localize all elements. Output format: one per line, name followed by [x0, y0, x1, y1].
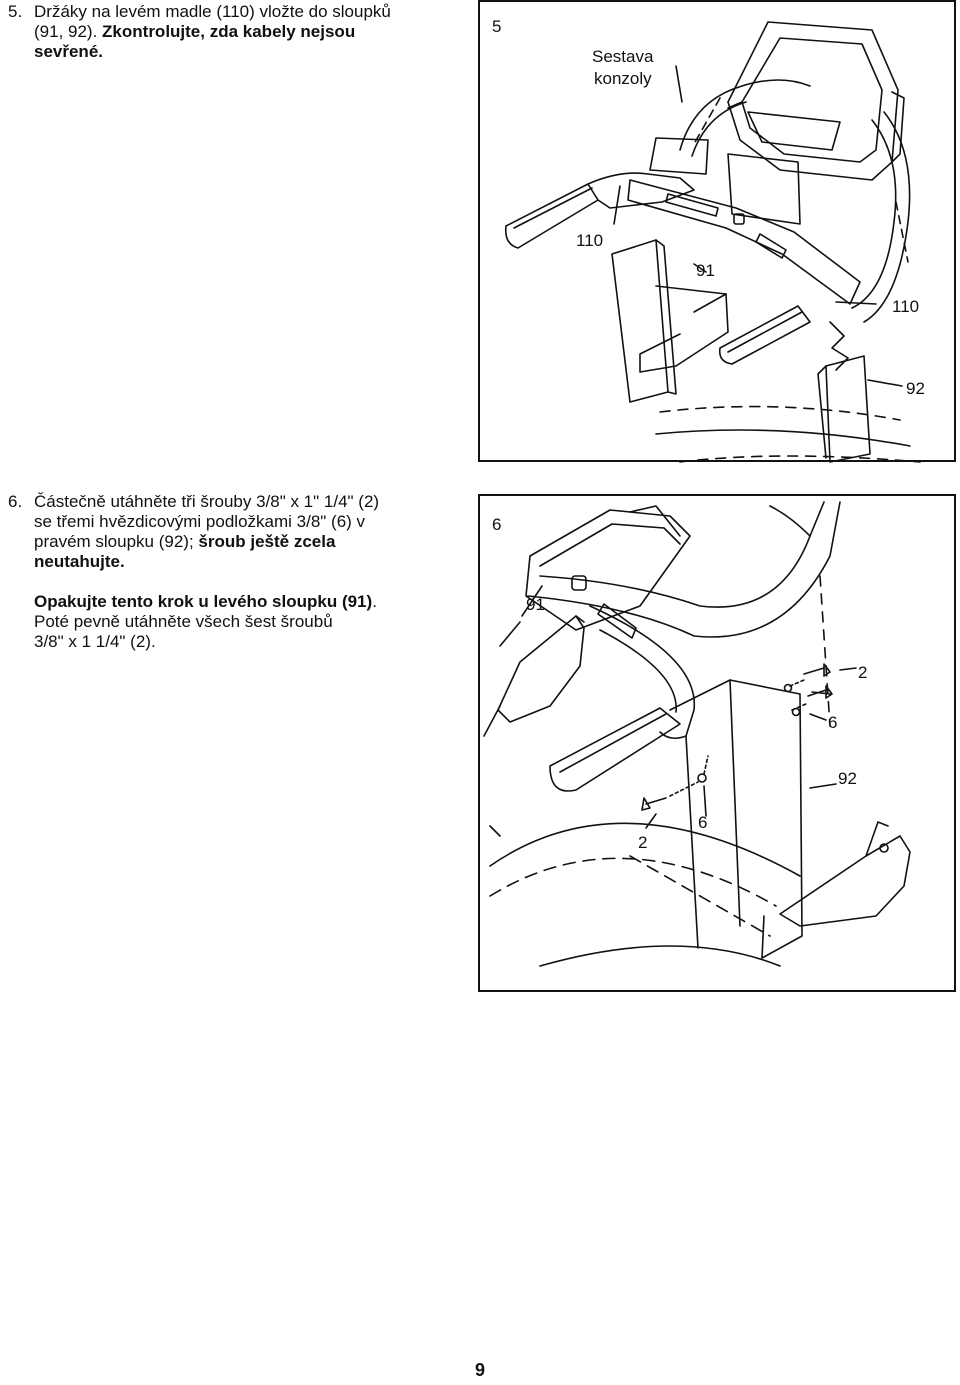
step-6-line-7: 3/8" x 1 1/4" (2). — [34, 632, 156, 651]
figure-5-callout-91: 91 — [696, 261, 715, 280]
figure-5-callout-110-left: 110 — [576, 231, 603, 250]
figure-5-console-assembly: 5 Sestava konzoly 110 91 110 92 — [478, 0, 956, 463]
step-6-line-6: Poté pevně utáhněte všech šest šroubů — [34, 612, 333, 631]
figure-5-drawing: 5 Sestava konzoly 110 91 110 92 — [492, 17, 925, 463]
step-6-line-5: Opakujte tento krok u levého sloupku (91… — [34, 592, 377, 611]
figure-6-callout-6-top: 6 — [828, 713, 837, 732]
figure-5-label-sestava: Sestava — [592, 47, 654, 66]
figure-5-label-konzoly: konzoly — [594, 69, 652, 88]
figure-6-callout-2-top: 2 — [858, 663, 867, 682]
step-5-number: 5. — [8, 2, 23, 21]
step-5-instructions: 5.Držáky na levém madle (110) vložte do … — [8, 2, 458, 62]
figure-6-bolt-installation: 6 91 2 6 92 6 2 — [478, 494, 956, 992]
step-6-instructions: 6.Částečně utáhněte tři šrouby 3/8" x 1"… — [8, 492, 468, 652]
step-5-line-2: (91, 92). Zkontrolujte, zda kabely nejso… — [34, 22, 356, 41]
step-5-line-1: 5.Držáky na levém madle (110) vložte do … — [8, 2, 391, 21]
figure-5-callout-110-right: 110 — [892, 297, 919, 316]
step-6-line-2: se třemi hvězdicovými podložkami 3/8" (6… — [34, 512, 366, 531]
step-6-number: 6. — [8, 492, 23, 511]
figure-5-number: 5 — [492, 17, 501, 36]
page-number: 9 — [474, 1360, 485, 1380]
figure-6-callout-91: 91 — [526, 595, 545, 614]
figure-6-callout-6-bottom: 6 — [698, 813, 707, 832]
figure-6-drawing: 6 91 2 6 92 6 2 — [483, 501, 911, 967]
figure-6-callout-92: 92 — [838, 769, 857, 788]
figure-6-number: 6 — [492, 515, 501, 534]
step-6-line-1: 6.Částečně utáhněte tři šrouby 3/8" x 1"… — [8, 492, 380, 511]
step-5-line-3: sevřené. — [34, 42, 103, 61]
step-6-line-4: neutahujte. — [34, 552, 125, 571]
figure-5-callout-92: 92 — [906, 379, 925, 398]
figure-6-callout-2-bottom: 2 — [638, 833, 647, 852]
step-6-line-3: pravém sloupku (92); šroub ještě zcela — [34, 532, 336, 551]
